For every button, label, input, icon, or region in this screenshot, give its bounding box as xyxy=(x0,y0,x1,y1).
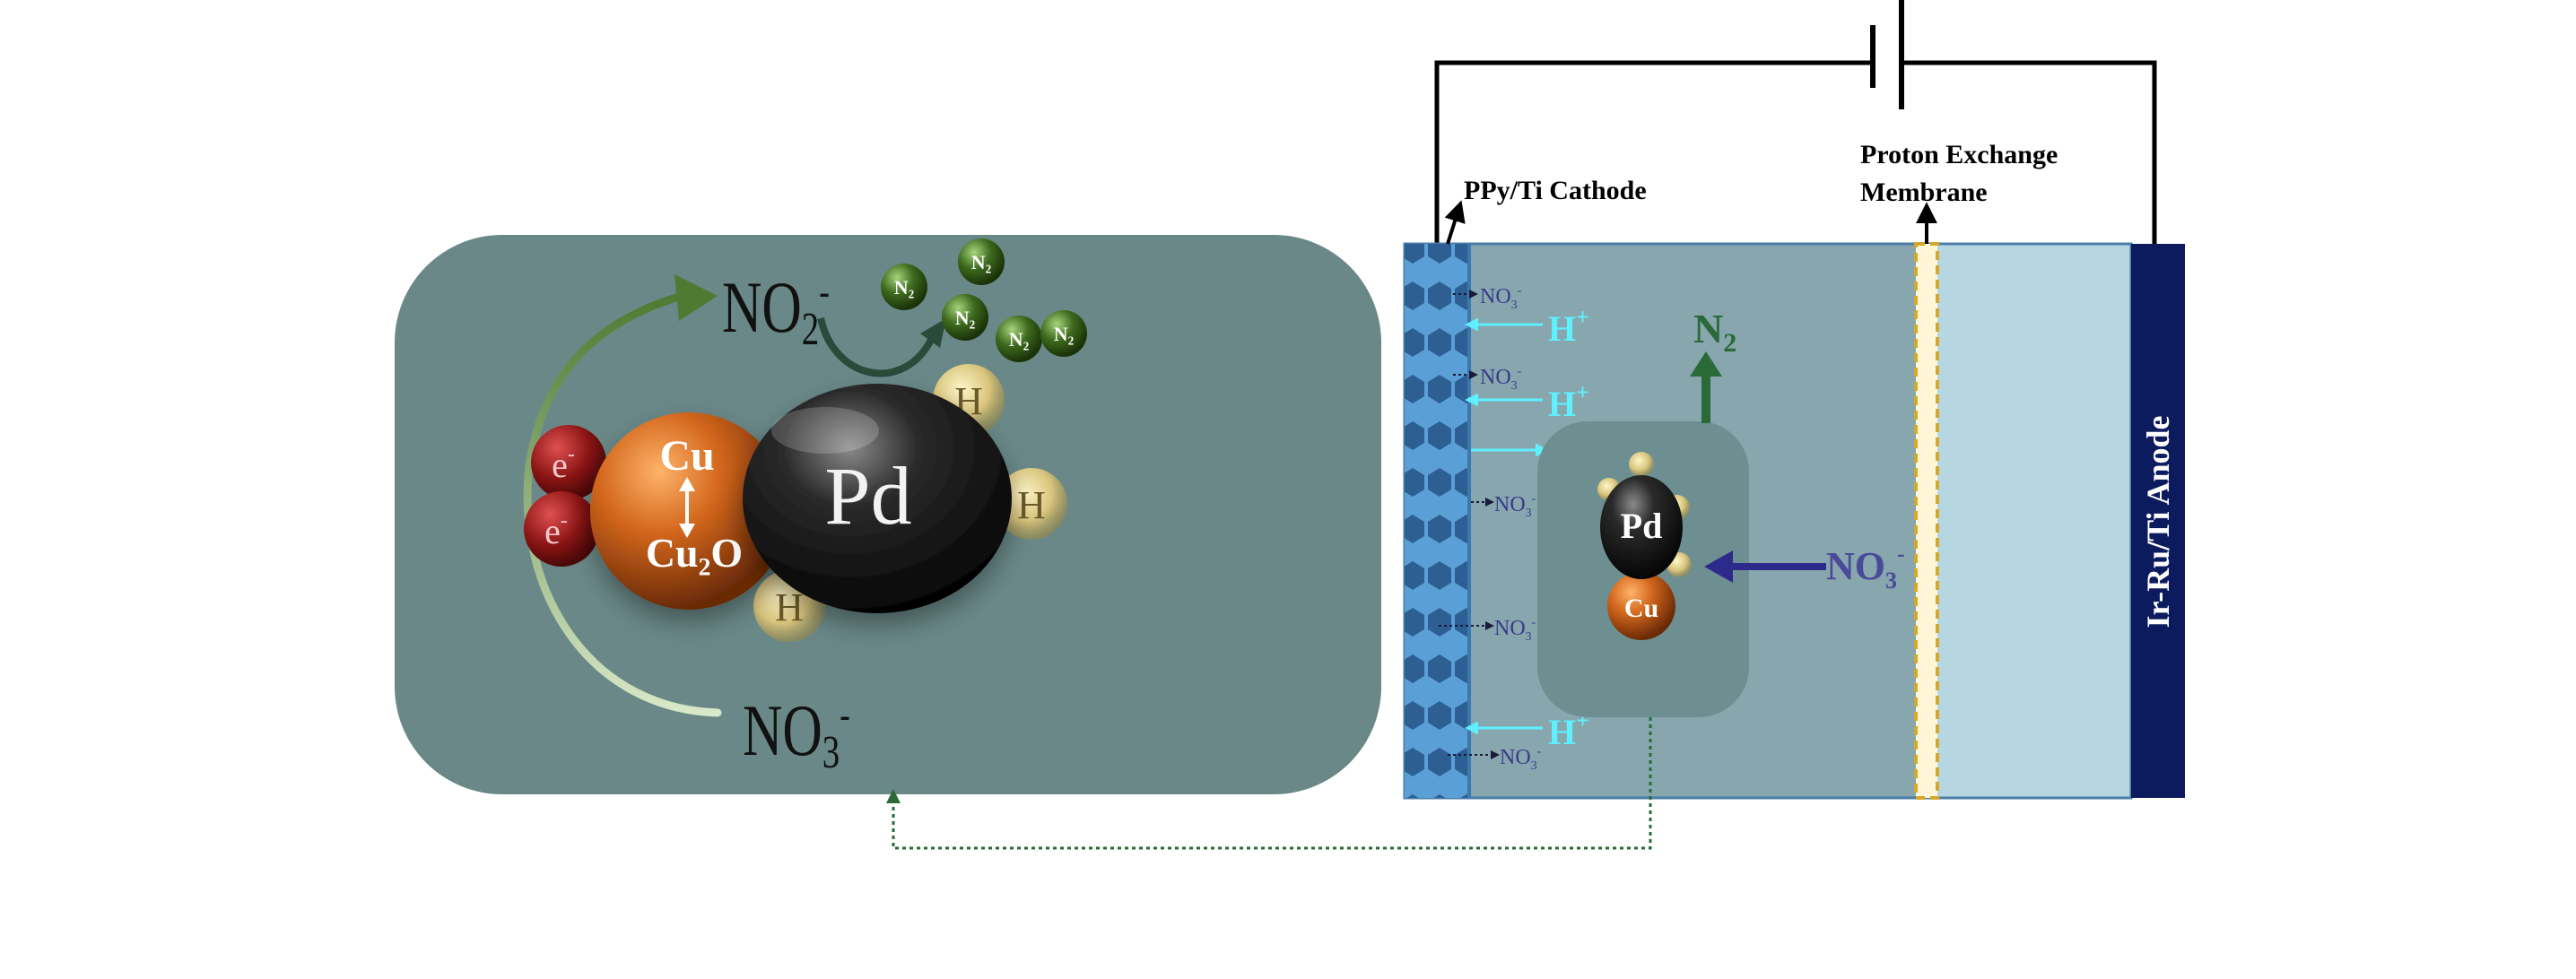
n2-product: N2 xyxy=(1690,306,1736,423)
cu-sphere: Cu Cu₂O xyxy=(590,412,788,610)
h-plus-label: H+ xyxy=(1465,379,1589,424)
svg-text:NO3-: NO3- xyxy=(1494,616,1536,644)
svg-text:NO3-: NO3- xyxy=(1494,492,1536,520)
membrane-label-line1: Proton Exchange xyxy=(1860,140,2058,169)
svg-text:NO3-: NO3- xyxy=(1500,745,1542,773)
svg-text:N₂: N₂ xyxy=(894,276,915,299)
n2-sphere: N₂ xyxy=(958,238,1005,285)
svg-text:NO3-: NO3- xyxy=(1480,365,1522,393)
svg-text:H+: H+ xyxy=(1548,304,1589,349)
electron-sphere: e- xyxy=(531,425,606,500)
n2-sphere: N₂ xyxy=(881,264,927,310)
no3-small-label: NO3- xyxy=(1453,284,1522,312)
no3-small-label: NO3- xyxy=(1471,492,1536,520)
zoom-connector-arrowhead xyxy=(886,789,901,803)
no2-label: NO2- xyxy=(722,265,830,354)
svg-text:N₂: N₂ xyxy=(955,307,976,329)
no3-label: NO3- xyxy=(743,689,850,777)
pd-sphere: Pd xyxy=(743,384,1012,613)
no2-to-n2-arrow xyxy=(817,317,936,377)
reduction-arc-arrowhead xyxy=(674,274,718,321)
svg-text:Pd: Pd xyxy=(1621,506,1663,546)
n2-molecule-cluster: N₂ N₂ N₂ N₂ N₂ xyxy=(881,238,1087,362)
electrolytic-cell: Ir-Ru/Ti Anode PPy/Ti Cathode Proton Exc… xyxy=(1403,0,2185,800)
zoom-connector-line xyxy=(892,717,1652,850)
anode-label: Ir-Ru/Ti Anode xyxy=(2140,415,2176,628)
anolyte-chamber xyxy=(1916,244,2131,798)
svg-text:N₂: N₂ xyxy=(1009,328,1030,351)
svg-text:Cu: Cu xyxy=(1624,593,1658,623)
svg-text:N₂: N₂ xyxy=(971,251,992,273)
no3-feed: NO3- xyxy=(1704,541,1905,593)
svg-text:NO3-: NO3- xyxy=(1480,284,1522,312)
h-atom-sphere: H xyxy=(996,468,1067,540)
cu-label: Cu xyxy=(659,432,714,480)
svg-text:N₂: N₂ xyxy=(1054,323,1075,345)
h-atom-sphere xyxy=(1629,452,1654,477)
n2-sphere: N₂ xyxy=(942,294,988,341)
pd-sphere-small: Pd xyxy=(1600,475,1683,579)
svg-text:H: H xyxy=(775,585,804,629)
svg-text:H+: H+ xyxy=(1548,379,1589,424)
no3-small-label: NO3- xyxy=(1448,745,1542,773)
no2-to-n2-arrowhead xyxy=(920,318,946,348)
electron-sphere: e- xyxy=(524,491,599,567)
membrane-label-line2: Membrane xyxy=(1860,178,1988,207)
pd-label: Pd xyxy=(824,450,911,541)
no3-small-label: NO3- xyxy=(1439,616,1536,644)
cathode-no3-adsorption: NO3- NO3- NO3- NO3- NO3- xyxy=(1439,284,1542,773)
svg-text:e-: e- xyxy=(552,443,575,485)
cu-sphere-small: Cu xyxy=(1607,572,1675,640)
h-plus-label: H+ xyxy=(1465,304,1589,349)
svg-text:e-: e- xyxy=(544,509,568,551)
external-circuit xyxy=(1434,0,2157,244)
reduction-arc-arrow xyxy=(523,291,722,717)
svg-text:NO3-: NO3- xyxy=(1826,541,1905,593)
no3-small-label: NO3- xyxy=(1453,365,1522,393)
n2-sphere: N₂ xyxy=(1040,310,1087,357)
cu2o-label: Cu₂O xyxy=(646,530,743,576)
svg-text:H: H xyxy=(1017,483,1046,527)
cathode-pointer-arrow xyxy=(1444,200,1466,245)
mechanism-panel: NO2- NO3- N₂ N₂ N₂ N₂ xyxy=(395,235,1381,794)
svg-text:N2: N2 xyxy=(1693,306,1736,358)
n2-sphere: N₂ xyxy=(996,316,1042,362)
proton-exchange-membrane xyxy=(1914,242,1939,800)
ir-ru-ti-anode xyxy=(2131,244,2185,798)
ppy-ti-cathode xyxy=(1405,244,1469,798)
electron-pair: e- e- xyxy=(524,425,606,567)
cathode-label: PPy/Ti Cathode xyxy=(1464,176,1647,205)
